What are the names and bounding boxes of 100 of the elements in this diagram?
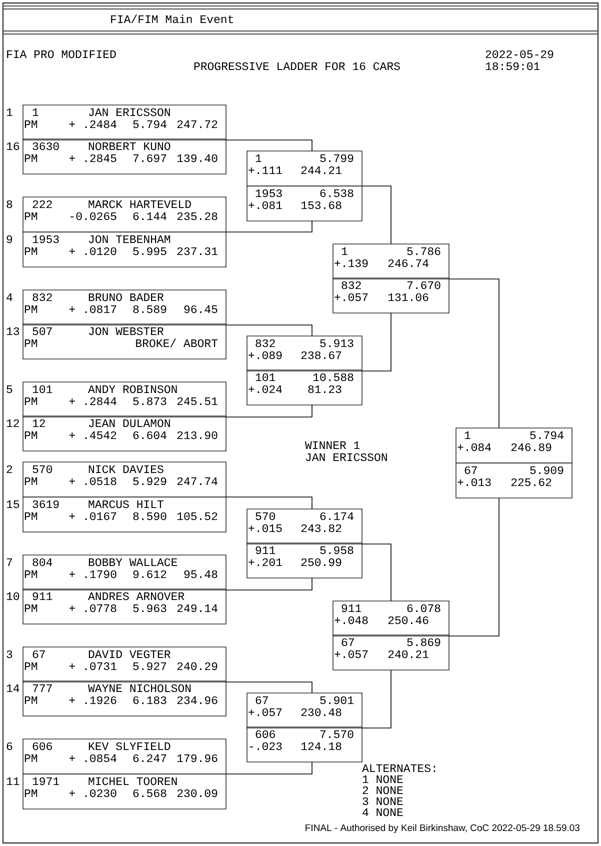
speed-value: 96.45 xyxy=(184,305,218,314)
car-number: 777 xyxy=(32,684,52,692)
speed-value: 247.72 xyxy=(177,120,218,128)
bracket-connector xyxy=(226,220,312,232)
speed-value: 81.23 xyxy=(308,385,342,394)
bracket-connector xyxy=(226,578,312,590)
car-number: 1 xyxy=(464,431,470,439)
elapsed-time: 8.589 xyxy=(133,305,166,314)
speed-value: 244.21 xyxy=(301,166,342,174)
lane-label: PM xyxy=(24,512,38,520)
lane-label: PM xyxy=(24,662,38,670)
speed-value: 249.14 xyxy=(177,604,218,612)
entry-box xyxy=(22,738,226,774)
driver-name: ANDRES ARNOVER xyxy=(88,592,184,600)
speed-value: 179.96 xyxy=(177,754,218,762)
reaction-time: +.089 xyxy=(248,351,282,360)
bracket-connector xyxy=(448,278,500,428)
elapsed-time: 6.538 xyxy=(320,189,354,198)
elapsed-time: 5.963 xyxy=(133,604,166,612)
car-number: 570 xyxy=(32,465,52,474)
entry-box xyxy=(246,186,362,222)
entry-box xyxy=(246,370,362,406)
reaction-time: + .0817 xyxy=(69,305,116,314)
speed-value: 243.82 xyxy=(301,524,342,532)
driver-name: MARCK HARTEVELD xyxy=(88,200,191,208)
car-number: 1 xyxy=(32,108,38,116)
car-number: 606 xyxy=(256,730,275,738)
bracket-connector xyxy=(226,324,312,336)
lane-label: PM xyxy=(24,154,38,162)
reaction-time: + .0731 xyxy=(69,662,116,670)
lane-label: PM xyxy=(24,754,38,762)
reaction-time: +.111 xyxy=(248,166,282,174)
entry-box xyxy=(22,554,226,590)
entry-box xyxy=(22,416,226,452)
lane-label: PM xyxy=(24,604,38,612)
driver-name: NORBERT KUNO xyxy=(88,142,170,150)
car-number: 804 xyxy=(32,558,52,566)
reaction-time: + .0518 xyxy=(69,477,116,486)
reaction-time: + .0120 xyxy=(69,247,116,256)
elapsed-time: 6.078 xyxy=(407,604,440,612)
page-title: FIA/FIM Main Event xyxy=(111,14,233,24)
driver-name: BRUNO BADER xyxy=(88,293,164,302)
elapsed-time: 5.794 xyxy=(530,431,564,440)
reaction-time: + .1790 xyxy=(69,570,116,578)
reaction-time: + .0854 xyxy=(69,754,116,762)
car-number: 3619 xyxy=(32,500,59,508)
elapsed-time: 8.590 xyxy=(133,512,166,520)
seed-number: 4 xyxy=(6,293,12,301)
seed-number: 14 xyxy=(6,684,20,692)
reaction-time: +.015 xyxy=(248,524,282,532)
alternate-entry: 2 NONE xyxy=(362,786,403,794)
driver-name: KEV SLYFIELD xyxy=(88,742,170,750)
reaction-time: +.048 xyxy=(334,616,368,624)
seed-number: 16 xyxy=(6,142,20,150)
speed-value: 230.09 xyxy=(177,789,218,798)
elapsed-time: 5.909 xyxy=(530,466,564,474)
entry-box xyxy=(332,244,450,280)
car-number: 832 xyxy=(342,281,361,290)
footer-note: FINAL - Authorised by Keil Birkinshaw, CoC 2022-05-29 18.59.03 xyxy=(306,824,580,833)
entry-box xyxy=(246,336,362,372)
result-text: BROKE/ ABORT xyxy=(136,338,218,348)
seed-number: 2 xyxy=(6,465,12,473)
seed-number: 3 xyxy=(6,650,12,658)
speed-value: 250.99 xyxy=(301,558,342,566)
entry-box xyxy=(332,600,450,636)
speed-value: 153.68 xyxy=(301,201,342,210)
speed-value: 213.90 xyxy=(177,431,218,440)
speed-value: 245.51 xyxy=(177,397,218,406)
car-number: 832 xyxy=(256,339,275,348)
top-left-heading: FIA PRO MODIFIED xyxy=(7,50,116,58)
elapsed-time: 7.670 xyxy=(407,281,440,290)
entry-box xyxy=(246,508,362,544)
reaction-time: + .2844 xyxy=(69,397,116,406)
date-text: 2022-05-29 xyxy=(486,50,554,58)
speed-value: 105.52 xyxy=(177,512,218,520)
elapsed-time: 5.799 xyxy=(320,154,354,162)
elapsed-time: 5.901 xyxy=(320,696,354,704)
bracket-connector xyxy=(226,140,312,152)
seed-number: 12 xyxy=(6,419,19,427)
bracket-connector xyxy=(362,670,392,728)
bracket-connector xyxy=(226,682,312,694)
elapsed-time: 5.794 xyxy=(133,120,166,128)
speed-value: 246.74 xyxy=(388,259,428,268)
speed-value: 131.06 xyxy=(388,293,428,302)
entry-box xyxy=(22,104,226,140)
winner-name: JAN ERICSSON xyxy=(306,453,387,462)
speed-value: 238.67 xyxy=(301,351,342,360)
elapsed-time: 5.786 xyxy=(407,247,440,256)
entry-box xyxy=(332,634,450,670)
reaction-time: +.201 xyxy=(248,558,282,566)
seed-number: 8 xyxy=(6,200,12,208)
seed-number: 5 xyxy=(6,385,12,394)
reaction-time: + .0167 xyxy=(69,512,116,520)
time-text: 18:59:01 xyxy=(486,62,540,70)
ladder-heading: PROGRESSIVE LADDER FOR 16 CARS xyxy=(194,62,400,70)
reaction-time: + .1926 xyxy=(69,696,116,704)
lane-label: PM xyxy=(24,120,38,128)
bracket-connector xyxy=(226,404,312,418)
car-number: 606 xyxy=(32,742,52,750)
driver-name: ANDY ROBINSON xyxy=(88,385,177,394)
